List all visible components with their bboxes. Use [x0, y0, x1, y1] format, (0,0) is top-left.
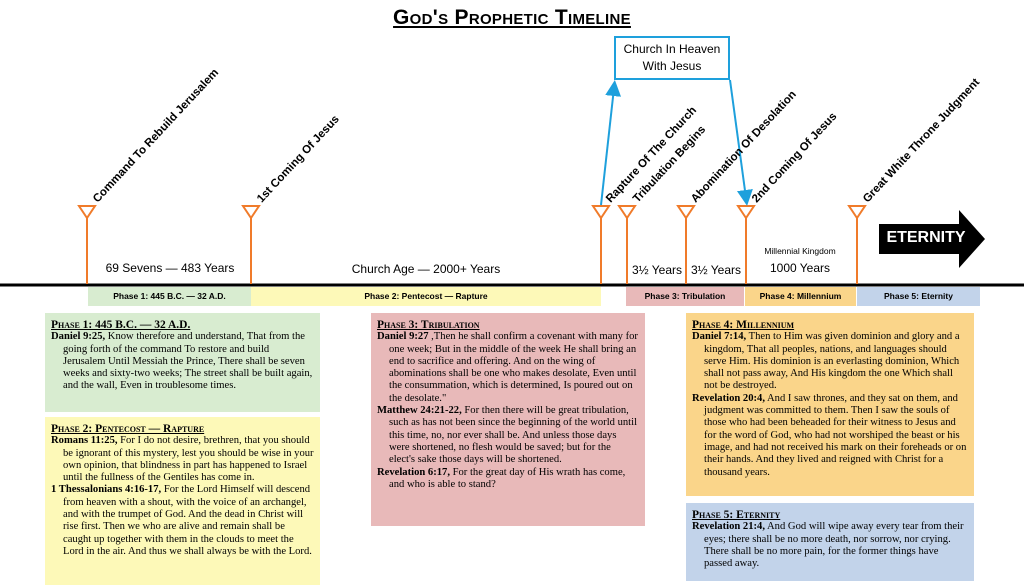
page-title: God's Prophetic Timeline	[393, 6, 631, 29]
rapture-arrow	[600, 80, 622, 206]
verse: Romans 11:25, For I do not desire, breth…	[51, 435, 314, 484]
eternity-arrow	[879, 210, 985, 268]
phase-band-5: Phase 5: Eternity	[857, 287, 980, 306]
verse: 1 Thessalonians 4:16-17, For the Lord Hi…	[51, 484, 314, 558]
verse-ref: 1 Thessalonians 4:16-17,	[51, 484, 162, 496]
verse-ref: Matthew 24:21-22,	[377, 405, 462, 417]
verse-text: For the great day of His wrath has come,…	[389, 466, 626, 490]
verse-text: Then to Him was given dominion and glory…	[704, 331, 960, 392]
timeline-graphic	[0, 79, 1024, 287]
verse-text: And God will wipe away every tear from t…	[704, 521, 964, 570]
marker-second-coming	[736, 205, 756, 284]
phase-2-heading: Phase 2: Pentecost — Rapture	[51, 423, 205, 435]
verse: Matthew 24:21-22, For then there will be…	[377, 405, 639, 466]
phase-5-heading: Phase 5: Eternity	[692, 509, 781, 521]
phase-5-box: Phase 5: Eternity Revelation 21:4, And G…	[686, 503, 974, 581]
marker-command	[77, 205, 97, 284]
eternity-label: ETERNITY	[886, 229, 966, 246]
phase-4-heading: Phase 4: Millennium	[692, 319, 795, 331]
verse: Revelation 21:4, And God will wipe away …	[692, 521, 968, 570]
verse-text: ,Then he shall confirm a covenant with m…	[389, 331, 638, 404]
period-sevens: 69 Sevens — 483 Years	[105, 261, 235, 275]
period-thousand-years: 1000 Years	[769, 261, 831, 275]
marker-tribulation-begins	[617, 205, 637, 284]
phase-band-3: Phase 3: Tribulation	[626, 287, 744, 306]
verse-ref: Romans 11:25,	[51, 435, 118, 447]
marker-great-white-throne	[847, 205, 867, 284]
verse: Revelation 6:17, For the great day of Hi…	[377, 467, 639, 492]
marker-abomination	[676, 205, 696, 284]
phase-band-4: Phase 4: Millennium	[745, 287, 856, 306]
verse-ref: Daniel 7:14,	[692, 331, 747, 343]
period-half-1: 3½ Years	[631, 263, 683, 277]
verse-ref: Revelation 21:4,	[692, 521, 765, 533]
verse-text: For I do not desire, brethren, that you …	[63, 435, 314, 484]
verse: Revelation 20:4, And I saw thrones, and …	[692, 393, 968, 479]
church-in-heaven-box: Church In Heaven With Jesus	[614, 36, 730, 80]
verse-ref: Daniel 9:27	[377, 331, 429, 343]
marker-first-coming	[241, 205, 261, 284]
phase-1-box: Phase 1: 445 B.C. — 32 A.D. Daniel 9:25,…	[45, 313, 320, 412]
period-millennial-kingdom: Millennial Kingdom	[764, 246, 836, 256]
period-church-age: Church Age — 2000+ Years	[351, 262, 501, 276]
verse: Daniel 7:14, Then to Him was given domin…	[692, 331, 968, 392]
phase-band-1: Phase 1: 445 B.C. — 32 A.D.	[88, 287, 251, 306]
phase-2-box: Phase 2: Pentecost — Rapture Romans 11:2…	[45, 417, 320, 585]
phase-3-box: Phase 3: Tribulation Daniel 9:27 ,Then h…	[371, 313, 645, 526]
verse-text: For then there will be great tribulation…	[389, 405, 638, 466]
verse-text: And I saw thrones, and they sat on them,…	[704, 392, 967, 478]
phase-3-heading: Phase 3: Tribulation	[377, 319, 480, 331]
phase-1-heading: Phase 1: 445 B.C. — 32 A.D.	[51, 319, 191, 331]
marker-rapture	[591, 205, 611, 284]
phase-4-box: Phase 4: Millennium Daniel 7:14, Then to…	[686, 313, 974, 496]
verse-ref: Revelation 20:4,	[692, 392, 765, 404]
phase-band-2: Phase 2: Pentecost — Rapture	[251, 287, 601, 306]
verse: Daniel 9:25, Know therefore and understa…	[51, 331, 314, 392]
return-arrow	[729, 79, 753, 206]
verse-text: For the Lord Himself will descend from h…	[63, 484, 312, 557]
verse-ref: Revelation 6:17,	[377, 466, 450, 478]
verse: Daniel 9:27 ,Then he shall confirm a cov…	[377, 331, 639, 405]
verse-ref: Daniel 9:25,	[51, 331, 106, 343]
period-half-2: 3½ Years	[690, 263, 742, 277]
verse-text: Know therefore and understand, That from…	[63, 331, 313, 392]
